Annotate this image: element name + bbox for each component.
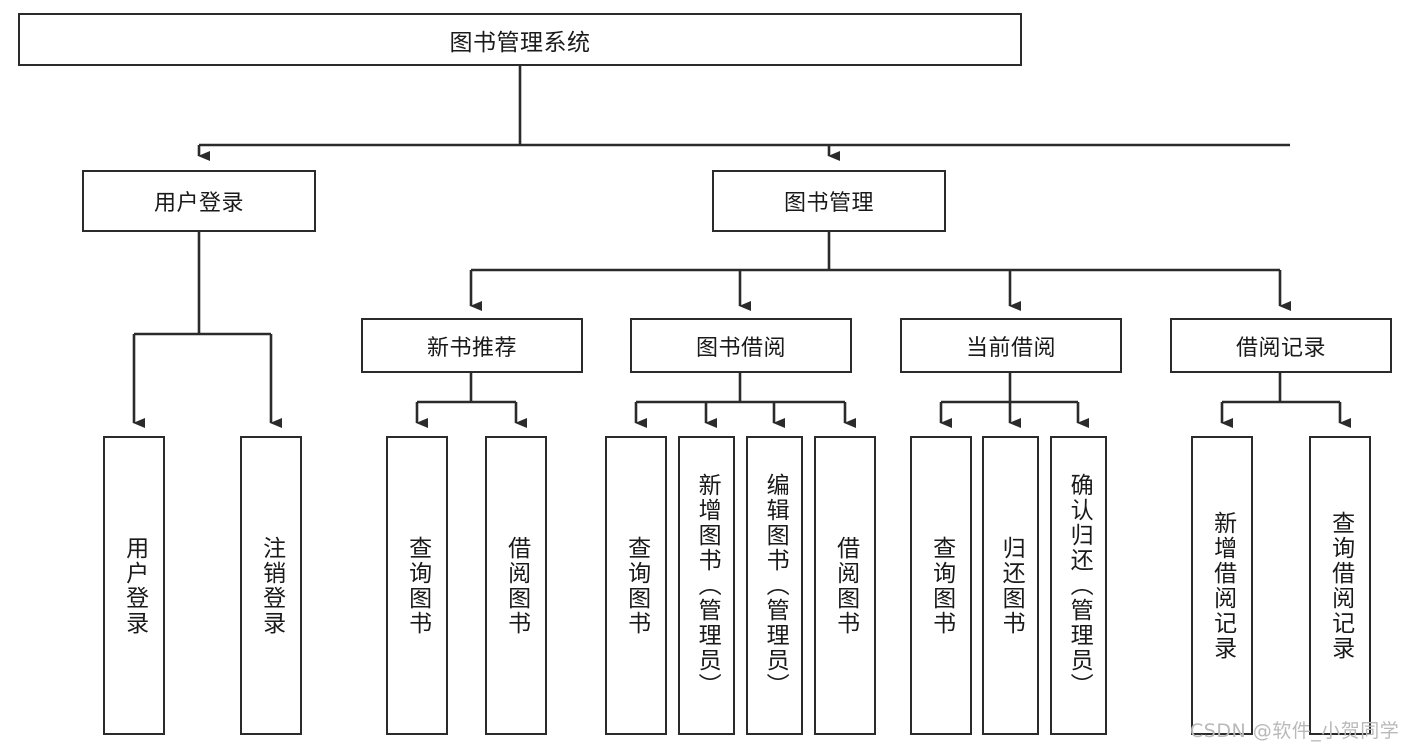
node-leaf-edit-book[interactable]: 编辑图书（管理员） bbox=[746, 436, 803, 735]
node-leaf-borrow-book-1[interactable]: 借阅图书 bbox=[485, 436, 547, 735]
node-leaf-query-book-2[interactable]: 查询图书 bbox=[605, 436, 667, 735]
node-leaf-confirm-return[interactable]: 确认归还（管理员） bbox=[1050, 436, 1107, 735]
node-user-login[interactable]: 用户登录 bbox=[82, 170, 316, 232]
node-book-borrow[interactable]: 图书借阅 bbox=[630, 318, 852, 373]
node-root[interactable]: 图书管理系统 bbox=[18, 13, 1022, 66]
node-leaf-query-record[interactable]: 查询借阅记录 bbox=[1309, 436, 1371, 735]
node-leaf-query-book-1[interactable]: 查询图书 bbox=[386, 436, 448, 735]
node-leaf-query-book-3[interactable]: 查询图书 bbox=[910, 436, 972, 735]
node-current-borrow[interactable]: 当前借阅 bbox=[900, 318, 1122, 373]
node-leaf-add-record[interactable]: 新增借阅记录 bbox=[1191, 436, 1253, 735]
node-book-management[interactable]: 图书管理 bbox=[712, 170, 946, 232]
node-leaf-user-login[interactable]: 用户登录 bbox=[103, 436, 165, 735]
node-leaf-borrow-book-2[interactable]: 借阅图书 bbox=[814, 436, 876, 735]
node-leaf-add-book[interactable]: 新增图书（管理员） bbox=[678, 436, 735, 735]
node-new-book-recommend[interactable]: 新书推荐 bbox=[361, 318, 583, 373]
node-borrow-record[interactable]: 借阅记录 bbox=[1170, 318, 1392, 373]
csdn-watermark: CSDN @软件_小贺同学 bbox=[1190, 720, 1400, 742]
node-leaf-logout-login[interactable]: 注销登录 bbox=[240, 436, 302, 735]
node-leaf-return-book[interactable]: 归还图书 bbox=[982, 436, 1039, 735]
